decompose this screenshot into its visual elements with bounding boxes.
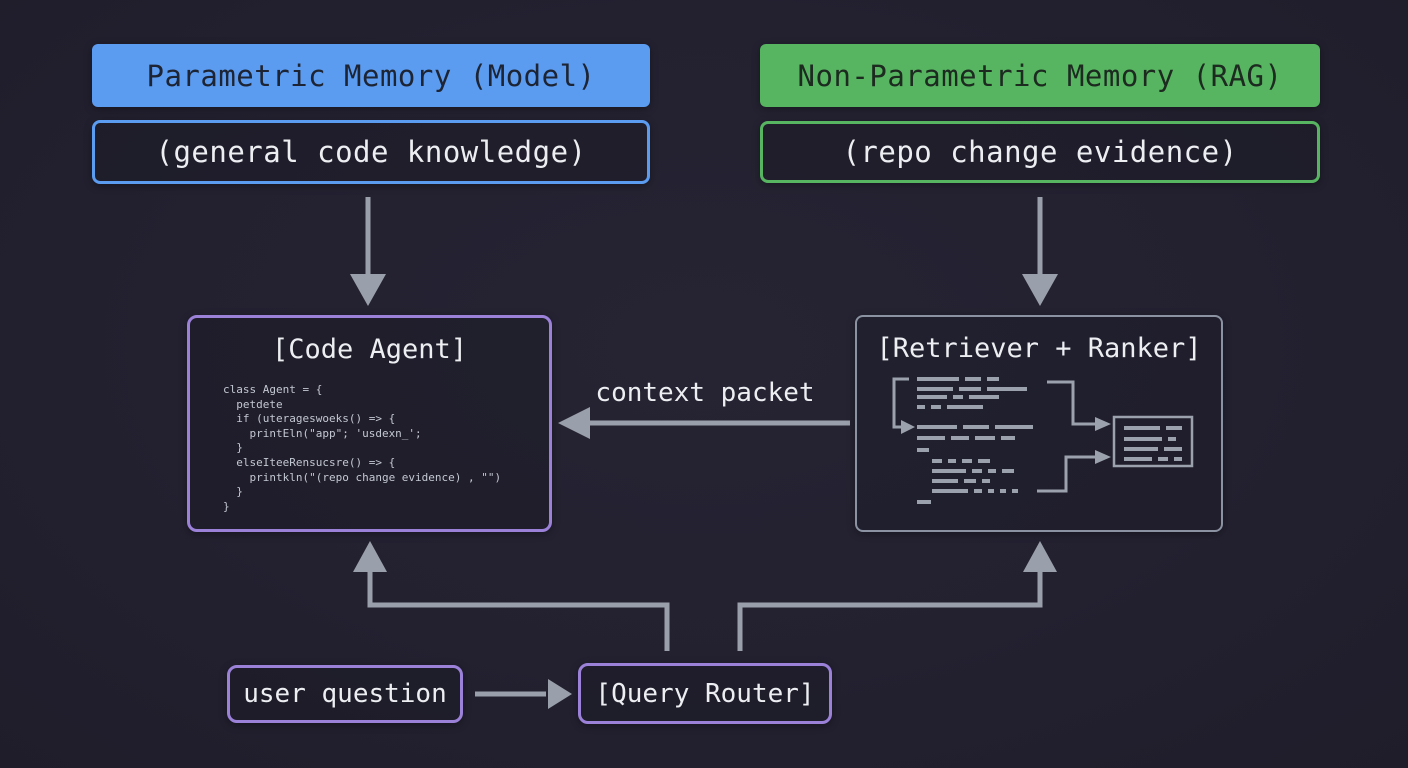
node-general-knowledge: (general code knowledge) (92, 120, 650, 184)
snippet-cluster-bottom (917, 448, 1018, 504)
context-packet-label: context packet (595, 378, 815, 408)
parametric-memory-label: Parametric Memory (Model) (146, 58, 596, 93)
query-router-label: [Query Router] (595, 678, 815, 709)
node-nonparametric-memory: Non-Parametric Memory (RAG) (760, 44, 1320, 107)
node-user-question: user question (227, 665, 463, 723)
node-repo-evidence: (repo change evidence) (760, 121, 1320, 183)
arrow-router-to-agent (353, 541, 670, 651)
node-code-agent: [Code Agent] class Agent = { petdete if … (187, 315, 552, 532)
arrow-user-to-router (475, 679, 572, 709)
rank-arrow-top (1047, 380, 1111, 431)
arrow-router-to-retriever (737, 541, 1057, 651)
repo-evidence-label: (repo change evidence) (842, 135, 1238, 169)
arrow-parametric-to-agent (350, 197, 386, 306)
rank-arrow-bottom (1037, 450, 1111, 493)
retriever-title: [Retriever + Ranker] (876, 333, 1202, 364)
arrow-context-packet (558, 407, 850, 439)
nonparametric-memory-label: Non-Parametric Memory (RAG) (797, 58, 1283, 93)
arrow-nonparametric-to-retriever (1022, 197, 1058, 306)
general-knowledge-label: (general code knowledge) (155, 135, 587, 169)
node-query-router: [Query Router] (578, 663, 832, 724)
snippet-bracket-arrow (892, 377, 915, 434)
node-retriever-ranker: [Retriever + Ranker] (855, 315, 1223, 532)
ranked-doc-icon (1112, 415, 1194, 468)
snippet-cluster-middle (917, 425, 1033, 440)
retrieved-docs-graphic (892, 377, 1194, 504)
user-question-label: user question (243, 679, 447, 709)
code-agent-title: [Code Agent] (271, 334, 468, 365)
code-agent-code: class Agent = { petdete if (uterageswoek… (223, 383, 502, 513)
node-parametric-memory: Parametric Memory (Model) (92, 44, 650, 107)
snippet-cluster-top (917, 377, 1027, 409)
